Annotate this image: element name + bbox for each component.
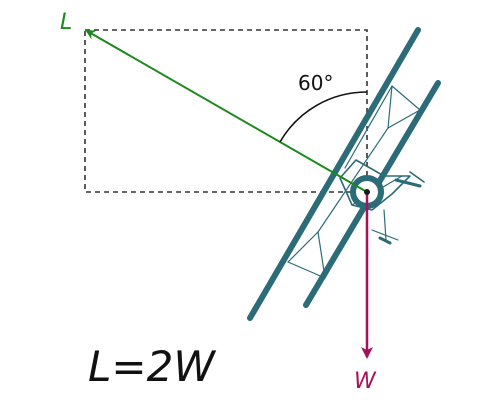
component-rectangle xyxy=(84,29,368,193)
center-of-gravity-dot xyxy=(364,189,370,195)
angle-arc xyxy=(279,91,368,143)
biplane-icon xyxy=(247,27,441,321)
weight-label: W xyxy=(354,369,377,394)
angle-label: 60° xyxy=(298,71,333,95)
lift-label: L xyxy=(60,10,72,35)
lift-vector xyxy=(85,30,368,193)
equation-label: L=2W xyxy=(88,342,216,391)
